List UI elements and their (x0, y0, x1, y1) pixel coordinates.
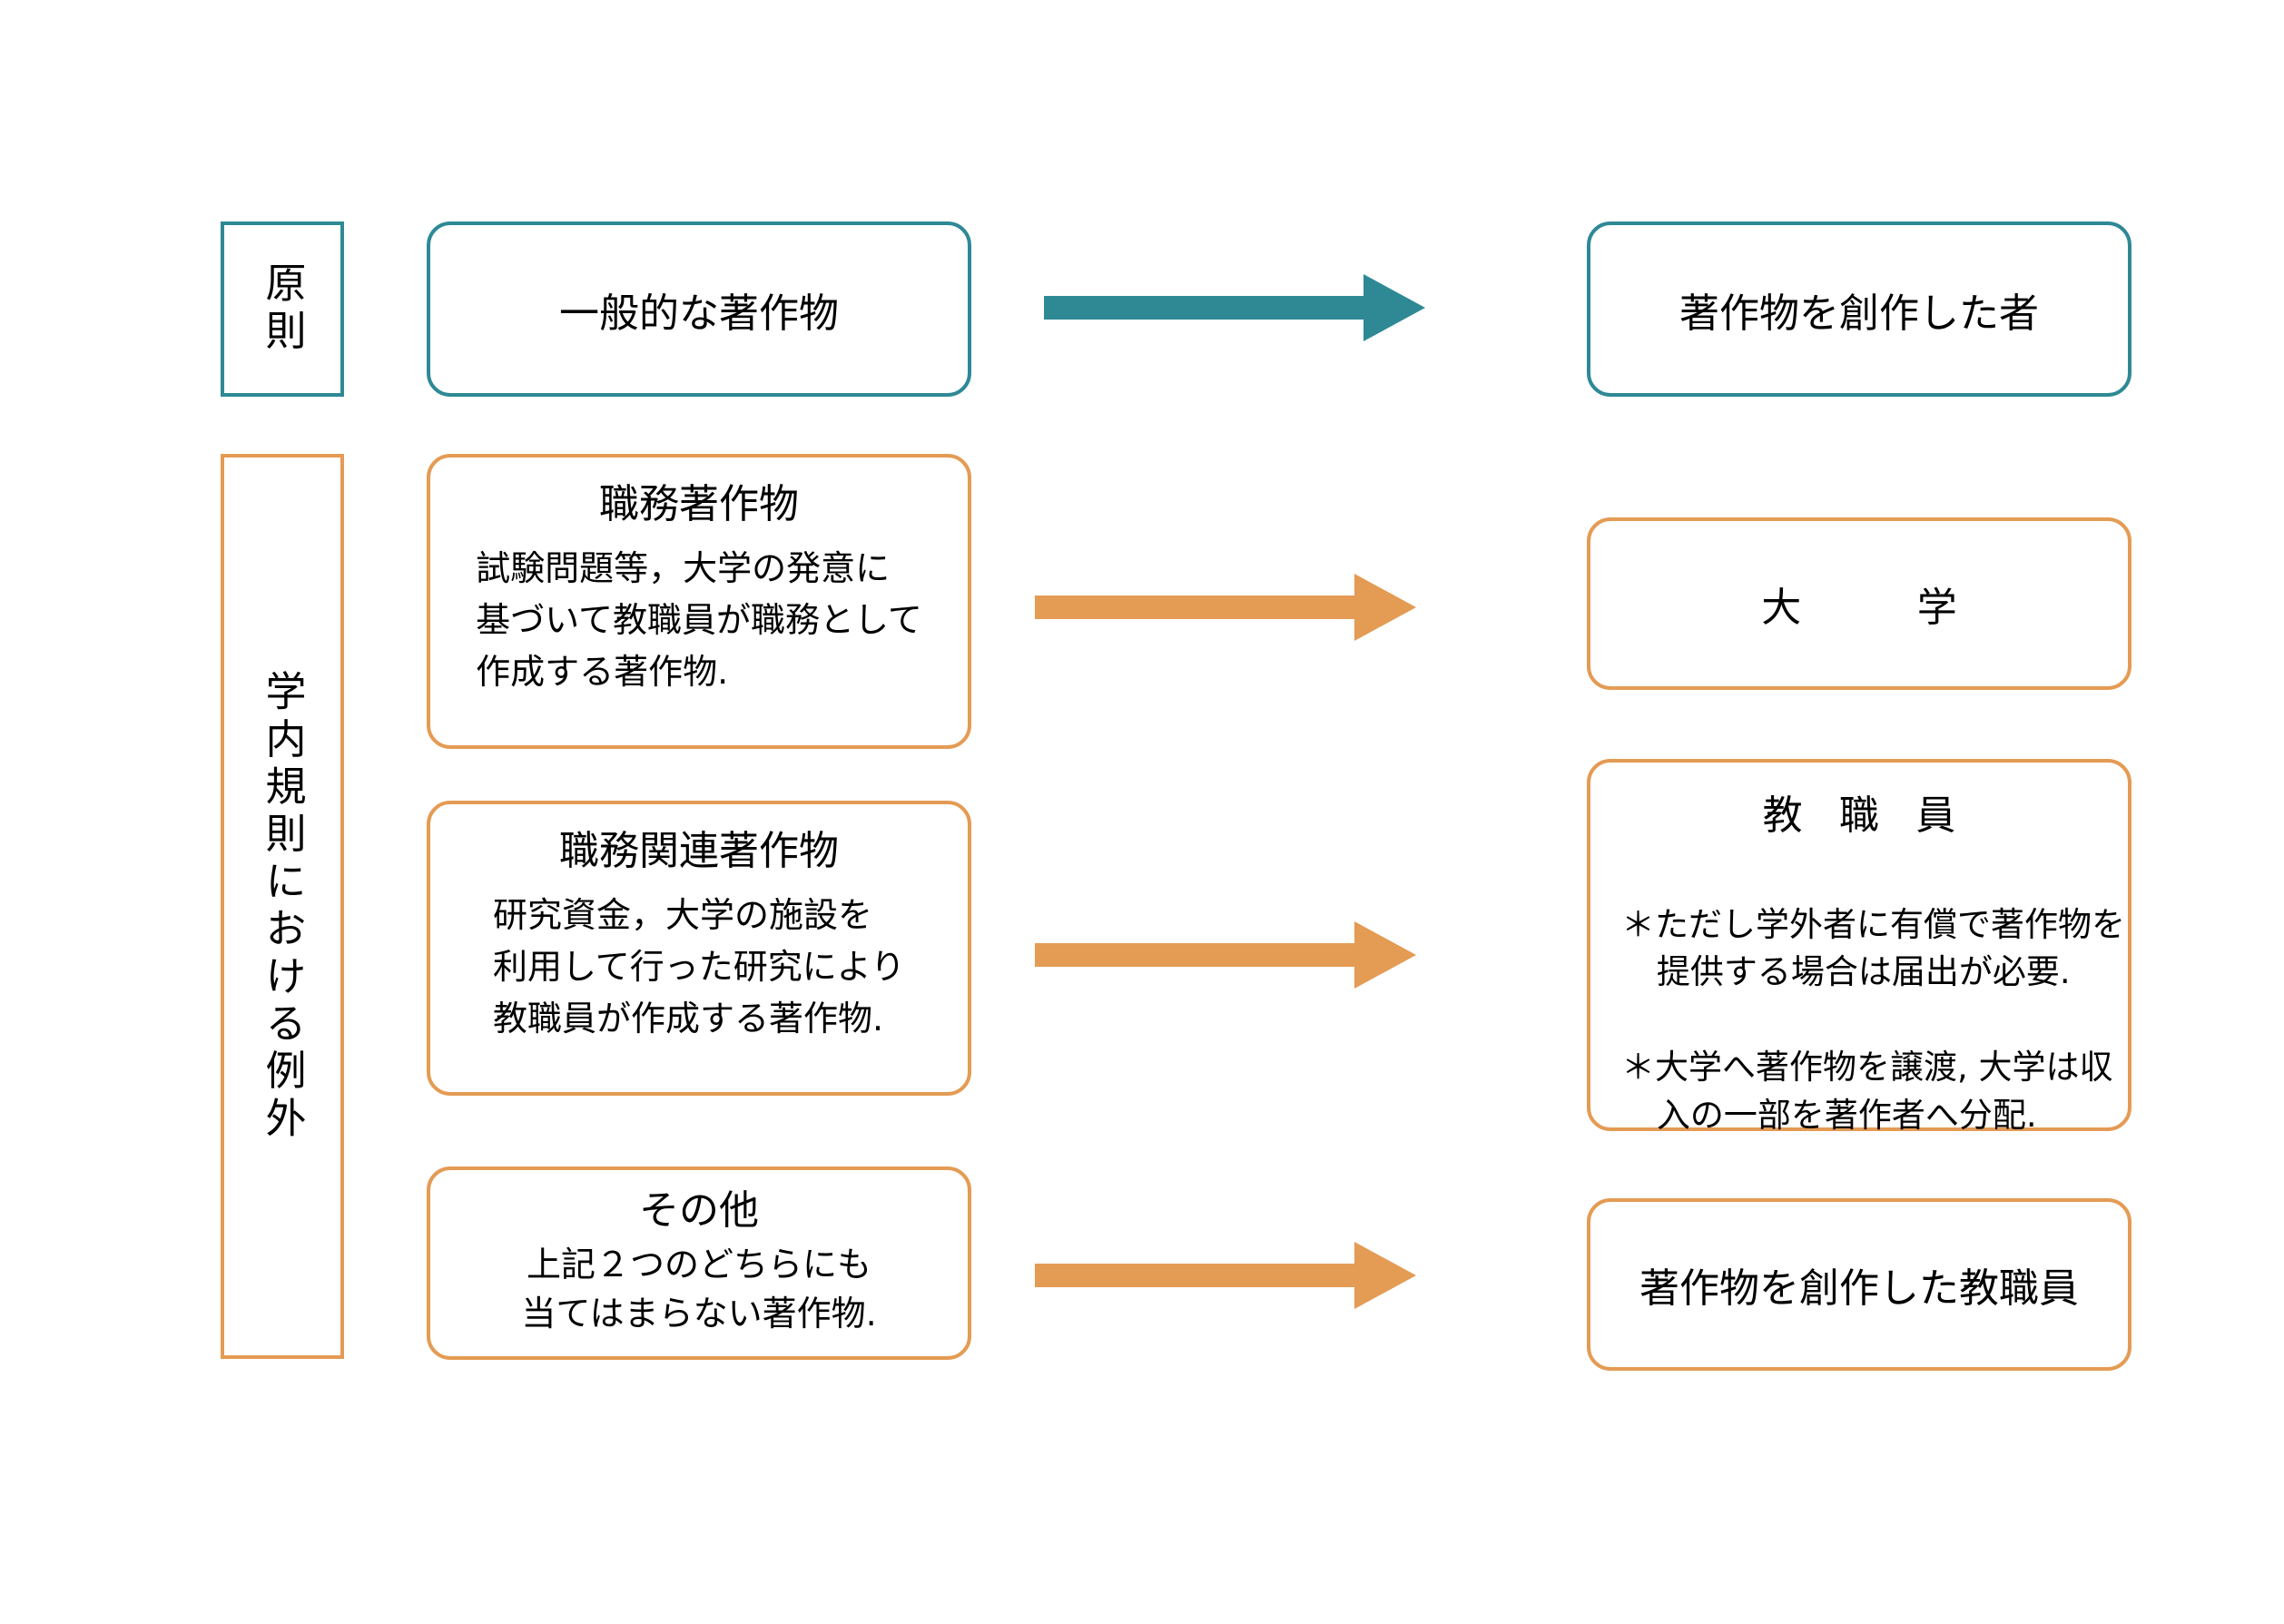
arrow-work-related-to-duties (1035, 920, 1416, 990)
source-box-work-related-to-duties: 職務関連著作物 研究資金，大学の施設を 利用して行った研究により 教職員が作成す… (427, 801, 971, 1096)
category-box-exception: 学内規則における例外 (221, 454, 344, 1359)
arrow-work-made-for-hire (1035, 572, 1416, 643)
source-title-work-made-for-hire: 職務著作物 (599, 481, 799, 527)
arrow-general-work (1044, 272, 1425, 343)
target-note-1-faculty-staff: ＊ただし学外者に有償で著作物を提供する場合は届出が必要. (1621, 904, 2125, 992)
target-title-creator-faculty-staff: 著作物を創作した教職員 (1639, 1265, 2079, 1312)
target-box-university: 大 学 (1587, 517, 2131, 690)
source-box-general-work: 一般的な著作物 (427, 221, 971, 397)
target-note-2-faculty-staff: ＊大学へ著作物を譲渡, 大学は収入の一部を著作者へ分配. (1621, 1048, 2113, 1135)
target-title-university: 大 学 (1761, 585, 1969, 631)
source-box-other: その他 上記２つのどちらにも 当てはまらない著作物. (427, 1166, 971, 1360)
target-notes-faculty-staff: ＊ただし学外者に有償で著作物を提供する場合は届出が必要. ＊大学へ著作物を譲渡,… (1590, 853, 2128, 1187)
source-title-general-work: 一般的な著作物 (559, 290, 839, 337)
arrow-other (1035, 1240, 1416, 1311)
source-title-work-related-to-duties: 職務関連著作物 (559, 828, 839, 874)
target-title-faculty-staff: 教 職 員 (1762, 792, 1968, 839)
source-body-work-made-for-hire: 試験問題等，大学の発意に 基づいて教職員が職務として 作成する著作物. (476, 547, 922, 692)
target-title-creator: 著作物を創作した者 (1679, 290, 2039, 337)
source-body-other: 上記２つのどちらにも 当てはまらない著作物. (521, 1244, 877, 1334)
category-label-principle: 原則 (258, 261, 307, 357)
source-box-work-made-for-hire: 職務著作物 試験問題等，大学の発意に 基づいて教職員が職務として 作成する著作物… (427, 454, 971, 749)
target-box-faculty-staff: 教 職 員 ＊ただし学外者に有償で著作物を提供する場合は届出が必要. ＊大学へ著… (1587, 759, 2131, 1135)
source-title-other: その他 (639, 1186, 759, 1234)
target-box-creator: 著作物を創作した者 (1587, 221, 2131, 397)
category-box-principle: 原則 (221, 221, 344, 397)
category-label-exception: 学内規則における例外 (258, 669, 307, 1144)
target-box-creator-faculty-staff: 著作物を創作した教職員 (1587, 1198, 2131, 1371)
source-body-work-related-to-duties: 研究資金，大学の施設を 利用して行った研究により 教職員が作成する著作物. (492, 894, 906, 1038)
